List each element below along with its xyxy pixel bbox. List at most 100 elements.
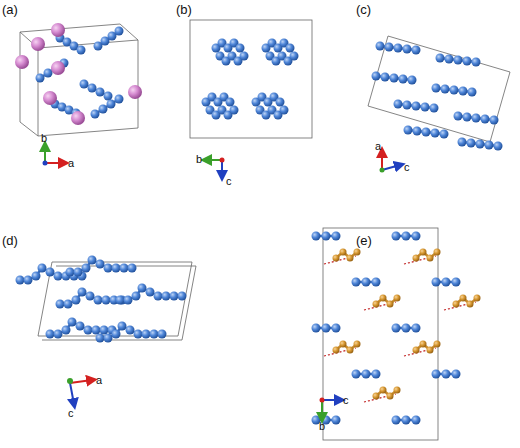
atom	[115, 27, 124, 36]
atom	[472, 58, 481, 67]
atom	[354, 249, 361, 256]
atom	[450, 86, 459, 95]
atom	[32, 272, 41, 281]
atom	[128, 85, 142, 99]
atom	[431, 129, 440, 138]
atom	[24, 276, 33, 285]
atom	[387, 393, 394, 400]
atom	[236, 44, 245, 53]
atom	[64, 300, 73, 309]
atom	[99, 105, 108, 114]
atom	[394, 44, 403, 53]
atom	[412, 46, 421, 55]
atom	[333, 347, 340, 354]
atom	[170, 292, 179, 301]
atom	[454, 112, 463, 121]
atom	[442, 370, 451, 379]
atom	[458, 138, 467, 147]
axis-label: b	[41, 133, 47, 144]
atom	[434, 341, 441, 348]
atom	[230, 106, 239, 115]
atom	[80, 80, 89, 89]
atom	[432, 278, 441, 287]
atom	[104, 92, 113, 101]
panel-label: (e)	[356, 234, 372, 247]
atom	[413, 255, 420, 262]
atom	[92, 326, 101, 335]
atom	[158, 330, 167, 339]
atom	[399, 75, 408, 84]
axis-triads	[43, 146, 401, 418]
atom	[453, 301, 460, 308]
atom	[280, 106, 289, 115]
atom	[226, 98, 235, 107]
atom	[107, 100, 116, 109]
atom	[162, 292, 171, 301]
atom	[422, 128, 431, 137]
atom	[88, 256, 97, 265]
atom	[463, 57, 472, 66]
atom	[412, 102, 421, 111]
atom	[104, 334, 113, 343]
atom	[362, 370, 371, 379]
axis-label: b	[319, 421, 325, 432]
atom	[96, 334, 105, 343]
atom	[340, 341, 347, 348]
atom	[66, 268, 75, 277]
atom	[387, 301, 394, 308]
atom	[134, 330, 143, 339]
atom	[91, 110, 100, 119]
atom	[481, 115, 490, 124]
atom	[71, 111, 85, 125]
atom	[36, 74, 45, 83]
axis-label: c	[404, 162, 410, 173]
atom	[392, 324, 401, 333]
atom	[430, 104, 439, 113]
atom	[332, 232, 341, 241]
axis-label: a	[375, 141, 381, 152]
axis-label: b	[196, 154, 202, 165]
panel-label: (d)	[2, 234, 18, 247]
atom	[340, 249, 347, 256]
atom	[38, 264, 47, 273]
atom	[390, 74, 399, 83]
atom	[459, 87, 468, 96]
atom	[373, 301, 380, 308]
atom	[100, 326, 109, 335]
atom	[84, 326, 93, 335]
atom	[394, 295, 401, 302]
atom	[394, 100, 403, 109]
atom	[332, 416, 341, 425]
atom	[128, 264, 137, 273]
atom	[427, 255, 434, 262]
atom	[380, 295, 387, 302]
atom	[312, 324, 321, 333]
atom	[51, 23, 65, 37]
atom	[112, 264, 121, 273]
atom	[86, 292, 95, 301]
atom	[44, 69, 53, 78]
atom	[286, 44, 295, 53]
panel-label: (c)	[356, 3, 371, 16]
atom	[441, 85, 450, 94]
atom	[376, 42, 385, 51]
atom	[452, 370, 461, 379]
atom	[46, 268, 55, 277]
atom	[333, 255, 340, 262]
atom	[421, 103, 430, 112]
atom	[126, 326, 135, 335]
atom	[436, 54, 445, 63]
atom	[115, 95, 124, 104]
atom	[120, 264, 129, 273]
axis-label: a	[68, 158, 74, 169]
atom	[312, 232, 321, 241]
atom	[442, 278, 451, 287]
atom	[96, 88, 105, 97]
atom	[380, 387, 387, 394]
atom	[392, 232, 401, 241]
atom	[463, 113, 472, 122]
axis-label: c	[68, 408, 74, 419]
atom	[31, 37, 45, 51]
atom	[372, 278, 381, 287]
